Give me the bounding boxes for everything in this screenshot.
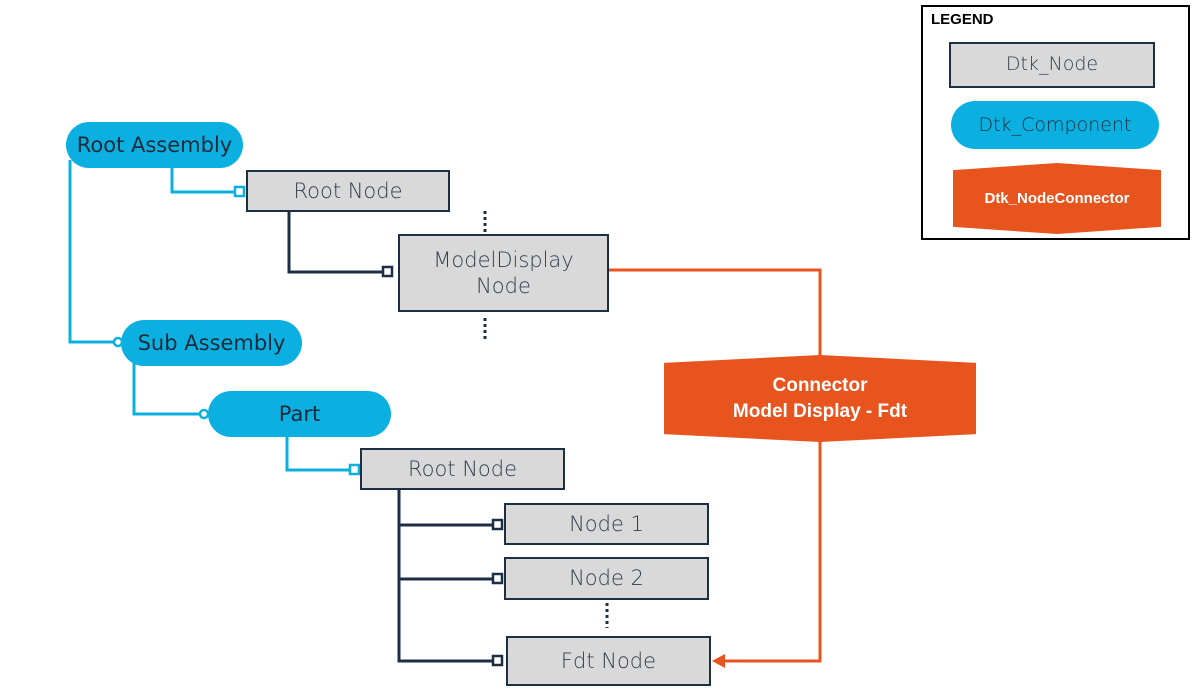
- model-display-node[interactable]: ModelDisplay Node: [398, 234, 609, 312]
- port-square-node2: [491, 572, 504, 585]
- legend-node-sample: Dtk_Node: [949, 42, 1155, 88]
- legend-title: LEGEND: [931, 11, 994, 28]
- link-subassembly-part: [132, 360, 200, 416]
- link-part-rootnode: [285, 432, 350, 472]
- fdt-node[interactable]: Fdt Node: [506, 636, 711, 686]
- legend-box: LEGEND Dtk_Node Dtk_Component Dtk_NodeCo…: [921, 5, 1190, 240]
- part-component[interactable]: Part: [208, 391, 391, 437]
- connector-label-line1: Connector: [772, 374, 868, 396]
- root-assembly-component[interactable]: Root Assembly: [66, 122, 243, 168]
- link-rootnode-modeldisplay: [287, 212, 383, 274]
- legend-connector-sample: Dtk_NodeConnector: [953, 163, 1161, 234]
- connector-model-display-fdt[interactable]: Connector Model Display - Fdt: [664, 355, 976, 442]
- link-rootnode-fdtnode: [397, 490, 493, 663]
- link-modeldisplay-connector: [609, 268, 822, 357]
- arrowhead-fdtnode: [712, 654, 725, 668]
- link-rootassembly-subassembly: [68, 160, 115, 344]
- root-node-part[interactable]: Root Node: [360, 448, 565, 490]
- connector-label-line2: Model Display - Fdt: [732, 400, 908, 422]
- port-square-fdtnode: [491, 654, 504, 667]
- link-rootassembly-rootnode: [170, 160, 235, 194]
- legend-component-sample: Dtk_Component: [951, 101, 1159, 149]
- link-connector-fdtnode: [724, 440, 822, 663]
- port-square-modeldisplay: [381, 265, 394, 278]
- root-node-top[interactable]: Root Node: [246, 170, 450, 212]
- model-display-node-label-line2: Node: [476, 274, 531, 298]
- port-square-rootnode-top: [233, 185, 246, 198]
- node-2[interactable]: Node 2: [504, 557, 709, 600]
- node-1[interactable]: Node 1: [504, 503, 709, 545]
- sub-assembly-component[interactable]: Sub Assembly: [121, 320, 302, 366]
- model-display-node-label-line1: ModelDisplay: [433, 247, 574, 272]
- port-square-rootnode-part: [348, 463, 361, 476]
- port-circle-part: [198, 408, 210, 420]
- port-square-node1: [491, 518, 504, 531]
